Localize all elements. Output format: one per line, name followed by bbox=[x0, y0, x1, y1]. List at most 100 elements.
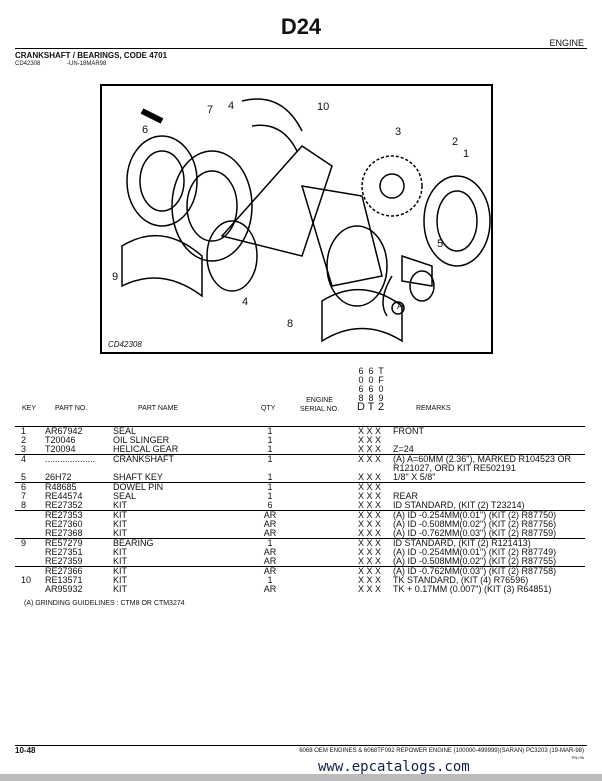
callout-2: 2 bbox=[452, 136, 459, 148]
cell-part-no: R48685 bbox=[45, 482, 77, 492]
cell-part-no: RE44574 bbox=[45, 491, 83, 501]
cell-qty: 1 bbox=[267, 444, 273, 454]
col-part-no: PART NO. bbox=[55, 405, 88, 412]
model-char: 0 bbox=[368, 375, 374, 385]
cell-x: X X X bbox=[358, 566, 382, 576]
callout-7: 7 bbox=[207, 104, 214, 116]
cell-x: X X X bbox=[358, 556, 382, 566]
cell-key: 2 bbox=[21, 435, 27, 445]
model-char: 0 bbox=[358, 375, 364, 385]
model-char: T bbox=[367, 401, 375, 413]
footer-description: 6068 OEM ENGINES & 6068TF092 REPOWER ENG… bbox=[299, 748, 584, 754]
cell-qty: 1 bbox=[267, 575, 273, 585]
cell-name: KIT bbox=[113, 519, 128, 529]
callout-9: 9 bbox=[112, 271, 119, 283]
cell-key: 4 bbox=[21, 454, 27, 464]
cell-part-no: RE27359 bbox=[45, 556, 83, 566]
model-char: 8 bbox=[368, 393, 374, 403]
cell-name: SEAL bbox=[113, 426, 137, 436]
model-char: 6 bbox=[368, 384, 374, 394]
cell-name: CRANKSHAFT bbox=[113, 454, 175, 464]
model-char: 2 bbox=[377, 401, 385, 413]
cell-qty: AR bbox=[263, 584, 277, 594]
cell-part-no: RE27368 bbox=[45, 528, 83, 538]
callout-1: 1 bbox=[463, 148, 470, 160]
col-remarks: REMARKS bbox=[416, 405, 451, 412]
cell-x: X X X bbox=[358, 575, 382, 585]
cell-part-no: T20046 bbox=[45, 435, 76, 445]
cell-name: KIT bbox=[113, 556, 128, 566]
cell-part-no: RE57279 bbox=[45, 538, 83, 548]
figure-label: CD42308 bbox=[108, 340, 142, 349]
cell-key: 7 bbox=[21, 491, 27, 501]
cell-name: SHAFT KEY bbox=[113, 472, 163, 482]
cell-name: BEARING bbox=[113, 538, 154, 548]
cell-remarks: R121027, ORD KIT RE502191 bbox=[393, 463, 516, 473]
callout-6: 6 bbox=[142, 124, 149, 136]
cell-key: 6 bbox=[21, 482, 27, 492]
cell-x: X X X bbox=[358, 482, 382, 492]
cell-part-no: RE27360 bbox=[45, 519, 83, 529]
col-part-name: PART NAME bbox=[138, 405, 179, 412]
cell-remarks: (A) ID -0.254MM(0.01") (KIT (2) R87749) bbox=[393, 547, 557, 557]
cell-remarks: (A) ID -0.254MM(0.01") (KIT (2) R87750) bbox=[393, 510, 557, 520]
cell-x: X X X bbox=[358, 528, 382, 538]
model-char: 9 bbox=[378, 393, 384, 403]
cell-name: KIT bbox=[113, 575, 128, 585]
cell-part-no: 26H72 bbox=[45, 472, 72, 482]
cell-x: X X X bbox=[358, 519, 382, 529]
cell-part-no: RE27366 bbox=[45, 566, 83, 576]
callout-5: 5 bbox=[437, 238, 444, 250]
cell-remarks: ID STANDARD, (KIT (2) T23214) bbox=[393, 500, 525, 510]
cell-remarks: TK STANDARD, (KIT (4) R76596) bbox=[393, 575, 529, 585]
cell-name: HELICAL GEAR bbox=[113, 444, 179, 454]
footnote: (A) GRINDING GUIDELINES : CTM8 OR CTM327… bbox=[24, 600, 185, 607]
watermark: www.epcatalogs.com bbox=[318, 759, 470, 775]
cell-remarks: (A) ID -0.762MM(0.03") (KIT (2) R87758) bbox=[393, 566, 557, 576]
cell-remarks: ID STANDARD, (KIT (2) R121413) bbox=[393, 538, 531, 548]
cell-key: 5 bbox=[21, 472, 27, 482]
cell-x: X X X bbox=[358, 500, 382, 510]
bottom-bar bbox=[0, 774, 602, 781]
cell-remarks: Z=24 bbox=[393, 444, 414, 454]
cell-name: KIT bbox=[113, 566, 128, 576]
part-group-title: CRANKSHAFT / BEARINGS, CODE 4701 bbox=[15, 51, 168, 60]
crankshaft-drawing bbox=[121, 98, 491, 343]
callout-4b: 4 bbox=[242, 296, 249, 308]
page-title: D24 bbox=[280, 14, 322, 39]
cell-name: OIL SLINGER bbox=[113, 435, 170, 445]
cell-x: X X X bbox=[358, 472, 382, 482]
col-engine-serial: ENGINE SERIAL NO. bbox=[300, 397, 340, 413]
cell-x: X X X bbox=[358, 454, 382, 464]
cell-qty: 1 bbox=[267, 472, 273, 482]
cell-key: 9 bbox=[21, 538, 27, 548]
cell-x: X X X bbox=[358, 510, 382, 520]
cell-remarks: (A) ID -0.762MM(0.03") (KIT (2) R87759) bbox=[393, 528, 557, 538]
model-char: 8 bbox=[358, 393, 364, 403]
divider bbox=[15, 745, 587, 746]
cell-x: X X X bbox=[358, 491, 382, 501]
cell-remarks: (A) ID -0.508MM(0.02") (KIT (2) R87755) bbox=[393, 556, 557, 566]
cell-name: DOWEL PIN bbox=[113, 482, 164, 492]
cell-qty: AR bbox=[263, 547, 277, 557]
cell-qty: 1 bbox=[267, 435, 273, 445]
cell-qty: 1 bbox=[267, 482, 273, 492]
divider bbox=[15, 48, 587, 49]
cell-x: X X X bbox=[358, 444, 382, 454]
cell-key: 8 bbox=[21, 500, 27, 510]
cell-part-no: RE27351 bbox=[45, 547, 83, 557]
callout-3: 3 bbox=[395, 126, 402, 138]
cell-qty: 6 bbox=[267, 500, 273, 510]
callout-a: A bbox=[397, 302, 403, 311]
cell-part-no: AR67942 bbox=[45, 426, 83, 436]
